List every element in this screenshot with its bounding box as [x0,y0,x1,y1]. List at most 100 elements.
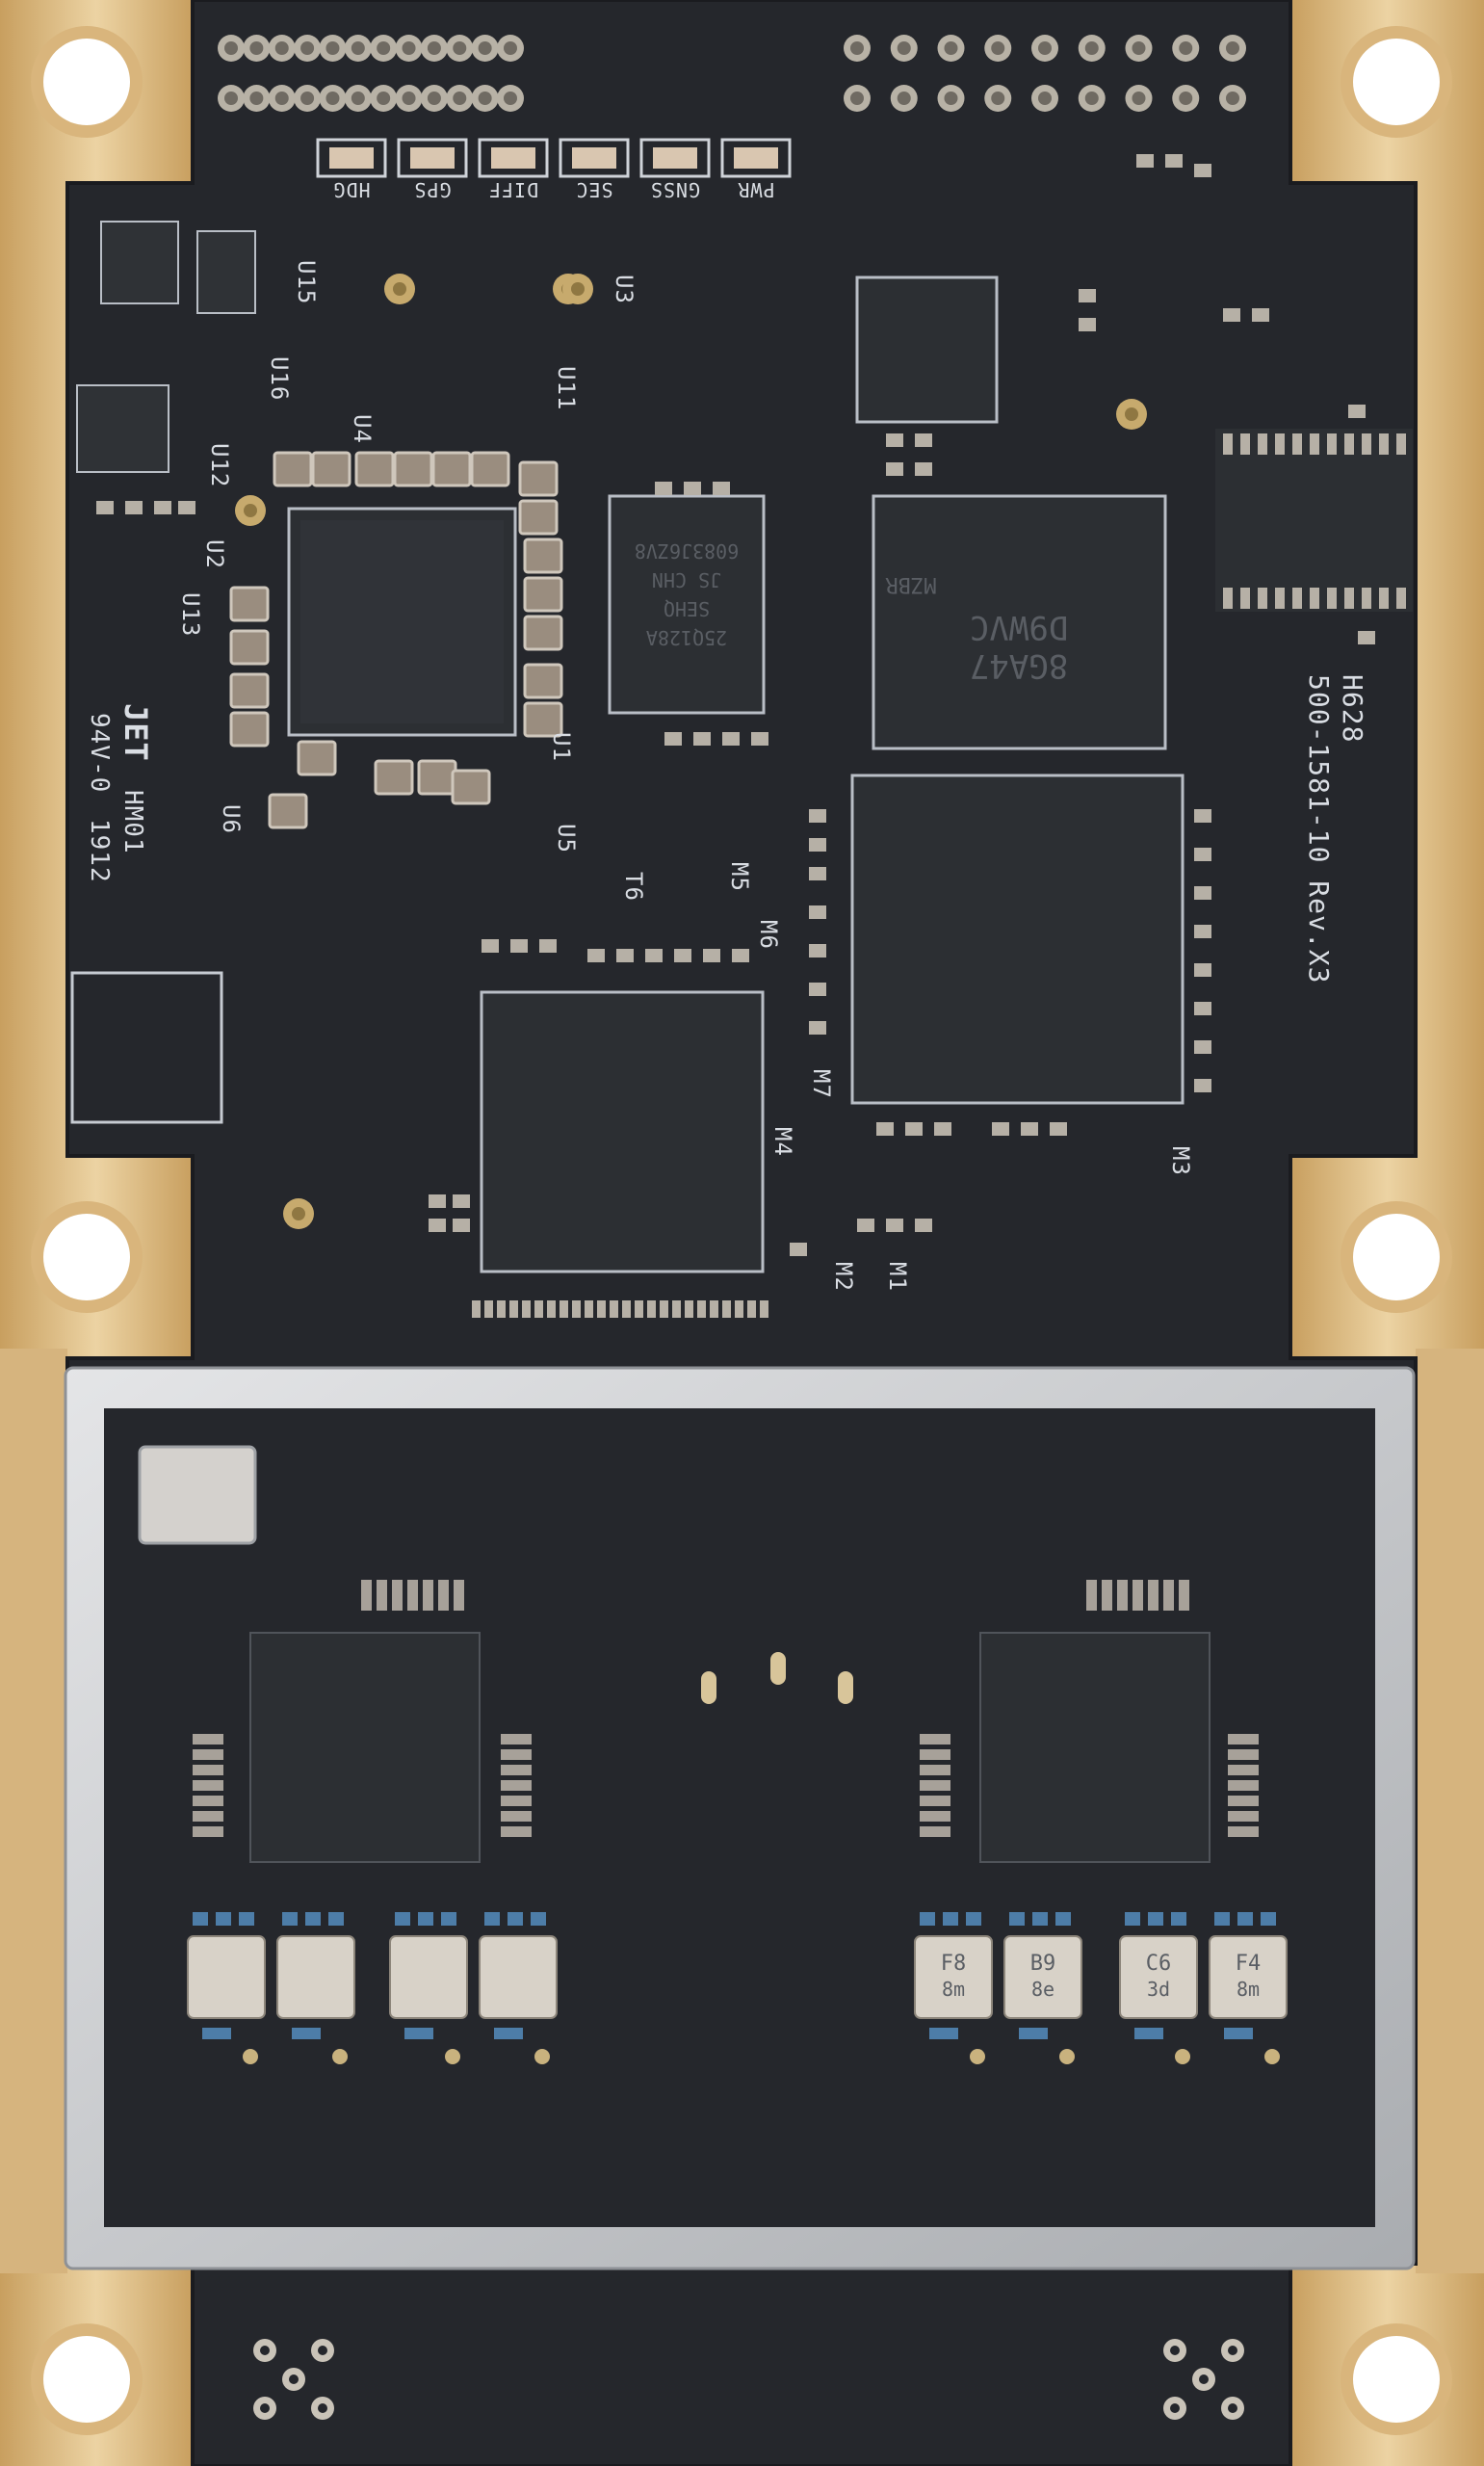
rf-capacitor [193,1912,208,1926]
resistor [534,1300,543,1318]
rf-resistor [1179,1580,1189,1611]
resistor [735,1300,743,1318]
rf-resistor [920,1765,950,1775]
rf-capacitor [943,1912,958,1926]
rf-resistor [193,1780,223,1791]
ref-u3: U3 [611,275,638,304]
resistor [547,1300,556,1318]
rf-a-line-1: F8 [941,1952,967,1976]
resistor [622,1300,631,1318]
rf-pad [243,2049,258,2064]
rf-d-line-2: 8m [1237,1978,1260,2001]
resistor [178,501,195,514]
capacitor [518,499,559,536]
status-led [329,147,374,169]
capacitor [311,451,351,487]
bottom-vias [253,2339,1244,2420]
rf-capacitor [1237,1912,1253,1926]
empty-footprint [70,971,223,1124]
rf-resistor [193,1796,223,1806]
led-footprint [397,138,468,178]
rf-resistor [501,1749,532,1760]
rf-resistor [423,1580,433,1611]
dram-line-2: D9WVC [970,608,1068,646]
rf-resistor [920,1811,950,1822]
capacitor [393,451,433,487]
capacitor [523,615,563,651]
rf-resistor [1228,1749,1259,1760]
rf-capacitor [1148,1912,1163,1926]
rf-resistor [920,1796,950,1806]
resistor [732,949,749,962]
rf-resistor [1228,1826,1259,1837]
resistor [429,1219,446,1232]
ic-pin [1379,588,1389,609]
rf-capacitor [531,1912,546,1926]
rf-capacitor [328,1912,344,1926]
ic-pin [1258,433,1267,455]
resistor [760,1300,768,1318]
rf-inductor [494,2028,523,2039]
resistor [1358,631,1375,644]
rf-resistor [1102,1580,1112,1611]
resistor [560,1300,568,1318]
gnss-receiver-chip-left [249,1632,481,1863]
rf-resistor [407,1580,418,1611]
rf-capacitor [1032,1912,1048,1926]
capacitor [451,769,491,805]
resistor [809,983,826,996]
resistor [751,732,768,746]
rf-inductor [404,2028,433,2039]
resistor [809,905,826,919]
resistor [610,1300,618,1318]
led-footprint [639,138,711,178]
rf-resistor [1228,1796,1259,1806]
resistor [647,1300,656,1318]
rf-capacitor [441,1912,456,1926]
led-label: GPS [413,178,451,201]
rf-resistor [454,1580,464,1611]
ic-pin [1362,588,1371,609]
saw-filter-left-1 [187,1935,266,2019]
flash-line-1: 25Q128A [646,626,727,649]
rf-capacitor [305,1912,321,1926]
resistor [1252,308,1269,322]
maker-mark: JET [117,703,154,762]
rf-passives [193,1580,1280,2064]
resistor [915,1219,932,1232]
resistor [154,501,171,514]
flash-line-4: 6083J6ZV8 [635,539,739,563]
rf-resistor [501,1826,532,1837]
resistor [992,1122,1009,1136]
ic-pin [1275,588,1285,609]
rf-resistor [501,1796,532,1806]
resistor [1194,1079,1211,1092]
ref-u2: U2 [201,539,228,569]
flammability-rating: 94V-0 [85,713,114,793]
ref-u13: U13 [177,592,204,637]
resistor [1194,925,1211,938]
resistor [539,939,557,953]
rf-capacitor [1214,1912,1230,1926]
rf-b-line-1: B9 [1030,1952,1056,1976]
saw-filter-right-2: B9 8e [1003,1935,1082,2019]
ref-m4: M4 [769,1127,796,1157]
ic-pin [1223,433,1233,455]
status-led [572,147,616,169]
rf-inductor [292,2028,321,2039]
mounting-hole-icon [31,26,1452,2435]
passive-components [96,154,1406,1318]
rf-resistor [920,1734,950,1745]
ic-pin [1344,433,1354,455]
resistor [790,1243,807,1256]
resistor [585,1300,593,1318]
resistor [429,1194,446,1208]
ref-u4: U4 [349,414,376,444]
resistor [886,1219,903,1232]
resistor [96,501,114,514]
rf-resistor [1228,1765,1259,1775]
rf-b-line-2: 8e [1031,1978,1054,2001]
resistor [1194,886,1211,900]
led-footprint [720,138,792,178]
